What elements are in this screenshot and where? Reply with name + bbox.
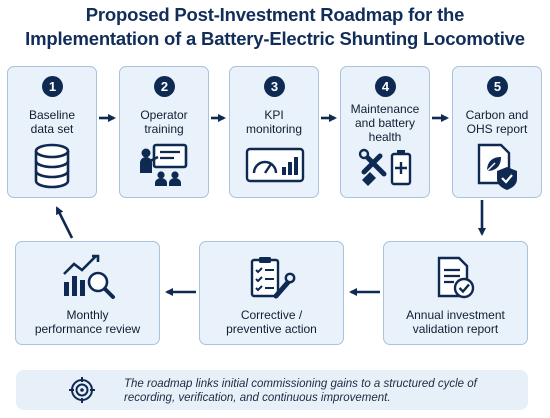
step-number: 3	[264, 76, 285, 97]
step-number: 1	[42, 76, 63, 97]
diagram-title-line1: Proposed Post-Investment Roadmap for the	[85, 4, 465, 25]
step-label: Corrective /preventive action	[226, 308, 317, 336]
arrow-monthly-to-baseline	[55, 206, 74, 239]
target-icon	[69, 377, 95, 403]
checklist-wrench-icon	[250, 257, 296, 299]
document-check-icon	[437, 256, 475, 299]
database-icon	[34, 143, 70, 189]
presentation-icon	[140, 143, 188, 186]
chart-magnifier-icon	[63, 254, 115, 299]
step-number: 5	[487, 76, 508, 97]
diagram-title-line2: Implementation of a Battery-Electric Shu…	[25, 28, 525, 49]
step-number: 2	[154, 76, 175, 97]
wrench-battery-icon	[358, 148, 412, 186]
leaf-shield-document-icon	[477, 143, 517, 190]
step-number: 4	[375, 76, 396, 97]
summary-note-text: The roadmap links initial commissioning …	[124, 378, 477, 404]
summary-note: The roadmap links initial commissioning …	[16, 370, 528, 410]
step-box-corrective-action: Corrective /preventive action	[199, 241, 344, 345]
gauge-chart-icon	[245, 147, 305, 183]
